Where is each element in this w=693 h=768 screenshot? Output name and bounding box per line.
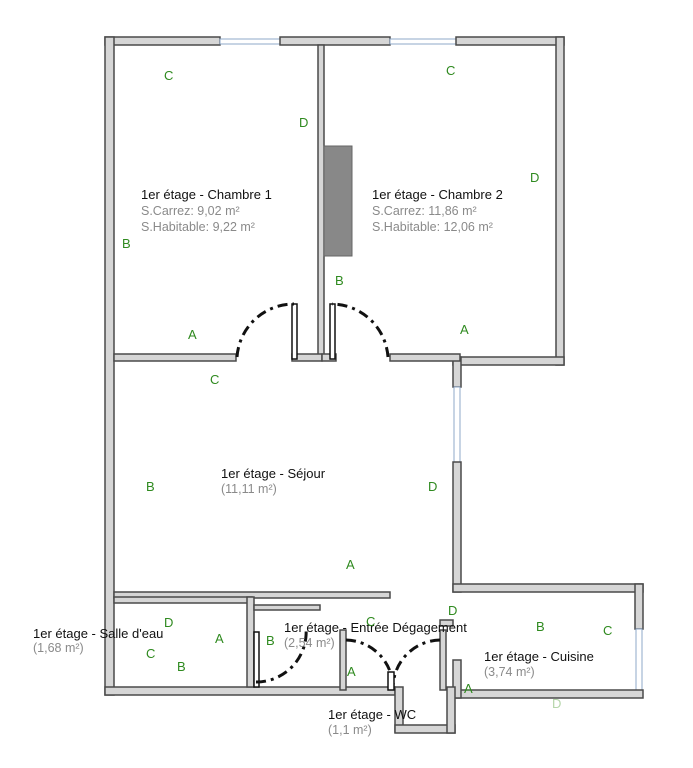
room-title: 1er étage - Chambre 1 xyxy=(141,187,272,202)
wall-letter-c: C xyxy=(446,63,455,78)
room-entree: 1er étage - Entrée Dégagement (2,54 m²) xyxy=(284,620,467,650)
wall-letter-b: B xyxy=(536,619,545,634)
exterior-walls xyxy=(104,36,644,734)
room-chambre-1: 1er étage - Chambre 1 S.Carrez: 9,02 m² … xyxy=(141,187,272,234)
room-area: (11,11 m²) xyxy=(221,482,277,496)
room-title: 1er étage - Chambre 2 xyxy=(372,187,503,202)
room-area: (2,54 m²) xyxy=(284,636,335,650)
room-habitable: S.Habitable: 9,22 m² xyxy=(141,220,255,234)
room-area: (1,1 m²) xyxy=(328,723,372,737)
wall-letter-a: A xyxy=(460,322,469,337)
wall-letter-a: A xyxy=(346,557,355,572)
doors xyxy=(235,302,441,691)
room-wc: 1er étage - WC (1,1 m²) xyxy=(328,707,416,737)
wall-letter-d: D xyxy=(448,603,457,618)
room-title: 1er étage - WC xyxy=(328,707,416,722)
wall-letter-d: D xyxy=(552,696,561,711)
wall-letter-d: D xyxy=(164,615,173,630)
room-chambre-2: 1er étage - Chambre 2 S.Carrez: 11,86 m²… xyxy=(372,187,503,234)
interior-walls xyxy=(113,44,461,691)
window-cuisine-right xyxy=(635,628,643,695)
room-title: 1er étage - Entrée Dégagement xyxy=(284,620,467,635)
wall-letter-d: D xyxy=(530,170,539,185)
wall-letter-b: B xyxy=(335,273,344,288)
wall-letter-a: A xyxy=(215,631,224,646)
wall-letter-b: B xyxy=(146,479,155,494)
wall-letter-c: C xyxy=(210,372,219,387)
room-area: (1,68 m²) xyxy=(33,641,84,655)
wall-letter-c: C xyxy=(603,623,612,638)
wall-letter-a: A xyxy=(464,681,473,696)
wall-letter-d: D xyxy=(299,115,308,130)
room-carrez: S.Carrez: 9,02 m² xyxy=(141,204,240,218)
wall-letter-a: A xyxy=(188,327,197,342)
window-top-left xyxy=(219,38,281,45)
wall-letter-c: C xyxy=(366,614,375,629)
room-title: 1er étage - Cuisine xyxy=(484,649,594,664)
wall-letters: C D B A C D B A C B D A D A C B B C D A … xyxy=(122,63,612,711)
wall-letter-a: A xyxy=(347,664,356,679)
room-carrez: S.Carrez: 11,86 m² xyxy=(372,204,477,218)
wall-letter-b: B xyxy=(177,659,186,674)
wall-letter-c: C xyxy=(164,68,173,83)
room-cuisine: 1er étage - Cuisine (3,74 m²) xyxy=(484,649,594,679)
radiator xyxy=(323,145,353,257)
room-title: 1er étage - Séjour xyxy=(221,466,326,481)
window-sejour-right xyxy=(453,386,461,463)
room-habitable: S.Habitable: 12,06 m² xyxy=(372,220,493,234)
wall-letter-b: B xyxy=(266,633,275,648)
room-salle-eau: 1er étage - Salle d'eau (1,68 m²) xyxy=(33,626,163,655)
wall-letter-c: C xyxy=(146,646,155,661)
room-sejour: 1er étage - Séjour (11,11 m²) xyxy=(221,466,326,496)
room-area: (3,74 m²) xyxy=(484,665,535,679)
window-top-right xyxy=(389,38,457,45)
wall-letter-b: B xyxy=(122,236,131,251)
room-title: 1er étage - Salle d'eau xyxy=(33,626,163,641)
wall-letter-d: D xyxy=(428,479,437,494)
